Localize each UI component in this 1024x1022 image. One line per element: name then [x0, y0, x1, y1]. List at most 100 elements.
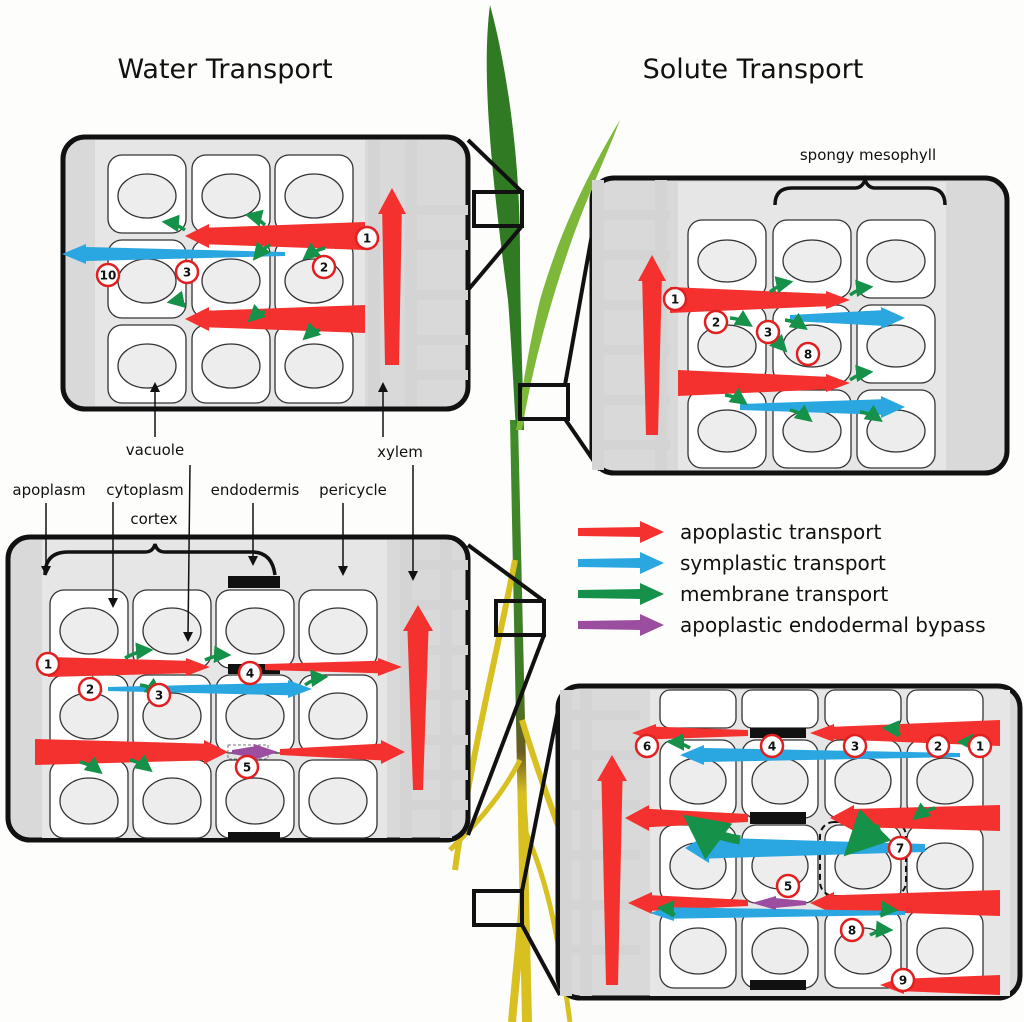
legend-swatch — [578, 583, 664, 605]
vacuole — [117, 343, 177, 389]
bypass-arrow — [232, 744, 278, 760]
cortex-label: cortex — [130, 510, 177, 528]
cytoplasm-label: cytoplasm — [106, 481, 184, 499]
xylem-vessel — [400, 560, 468, 570]
vacuole — [834, 757, 892, 805]
symplastic-arrow — [680, 745, 960, 765]
xylem-vessel — [400, 735, 468, 745]
membrane-arrow — [724, 387, 748, 406]
membrane-arrow — [768, 276, 794, 294]
xylem-vessel — [405, 370, 468, 380]
cell — [659, 689, 737, 729]
vacuole — [669, 927, 727, 975]
vacuole — [225, 777, 285, 825]
apoplastic-arrow — [35, 739, 228, 765]
step-marker-label: 1 — [363, 232, 371, 246]
vacuole — [916, 842, 974, 890]
vacuole — [225, 692, 285, 740]
membrane-arrow — [848, 279, 874, 298]
step-marker-label: 10 — [100, 269, 117, 283]
highlighted-cell — [819, 821, 907, 897]
vacuole — [117, 258, 177, 304]
legend-item: apoplastic transport — [578, 520, 881, 544]
legend-label: apoplastic transport — [680, 520, 881, 544]
membrane-arrow — [784, 312, 808, 331]
xylem-vessel — [560, 945, 640, 955]
membrane-arrow — [247, 304, 267, 323]
vacuole — [916, 927, 974, 975]
apoplastic-arrow — [678, 370, 850, 396]
symplastic-arrow — [790, 307, 905, 329]
step-marker — [703, 309, 729, 335]
vacuole — [751, 757, 809, 805]
vacuole — [142, 607, 202, 655]
membrane-arrow — [848, 364, 874, 383]
step-marker — [755, 319, 781, 345]
step-marker-label: 2 — [934, 740, 942, 754]
casparian-strip — [228, 832, 280, 842]
cell — [741, 689, 819, 729]
xylem-vessel — [592, 395, 670, 405]
membrane-arrow — [244, 209, 267, 227]
vacuole — [866, 324, 926, 368]
legend-item: membrane transport — [578, 582, 888, 606]
vacuole — [117, 173, 177, 219]
legend-label: apoplastic endodermal bypass — [680, 613, 986, 637]
casparian-strip — [228, 576, 280, 588]
step-marker-label: 3 — [183, 266, 191, 280]
xylem-vessel — [400, 800, 468, 810]
legend-swatch — [578, 521, 664, 543]
membrane-arrow — [161, 214, 187, 233]
legend-swatch — [578, 614, 664, 636]
xylem-vessel — [592, 250, 670, 260]
symplastic-arrow — [650, 905, 905, 921]
apoplastic-arrow — [48, 657, 210, 677]
xylem-vessel — [560, 800, 640, 810]
water-transport-title: Water Transport — [117, 54, 332, 85]
solute-transport-title: Solute Transport — [643, 54, 864, 85]
step-marker-label: 3 — [851, 740, 859, 754]
xylem-vessel — [405, 140, 417, 406]
apoplastic-arrow — [638, 255, 666, 435]
apoplastic-arrow — [810, 890, 1000, 916]
membrane-arrow — [843, 808, 892, 857]
endodermis-label: endodermis — [211, 481, 300, 499]
xylem-vessel — [592, 180, 604, 470]
step-marker — [890, 967, 916, 993]
vacuole — [697, 324, 757, 368]
step-marker-label: 8 — [848, 924, 856, 938]
step-marker — [77, 676, 103, 702]
plant-illustration — [448, 5, 620, 1022]
xylem-label: xylem — [377, 443, 423, 461]
apoplastic-arrow — [280, 740, 405, 764]
step-marker — [634, 733, 660, 759]
step-marker-label: 1 — [44, 658, 52, 672]
apoplastic-arrow — [670, 287, 850, 313]
apoplastic-arrow — [265, 658, 402, 676]
xylem-vessel — [592, 345, 670, 355]
membrane-arrow — [666, 733, 691, 751]
water-leaf-annotations: vacuole xylem — [126, 382, 423, 461]
step-marker — [35, 651, 61, 677]
step-marker-label: 4 — [246, 667, 254, 681]
vacuole — [782, 409, 842, 453]
vacuole-label-top: vacuole — [126, 441, 184, 459]
vacuole — [916, 757, 974, 805]
vacuole — [782, 239, 842, 283]
xylem-vessel — [592, 210, 670, 220]
xylem-vessel — [440, 540, 452, 838]
step-marker — [967, 733, 993, 759]
xylem-vessel — [560, 710, 640, 720]
membrane-arrow — [303, 669, 329, 688]
legend-swatch — [578, 552, 664, 574]
apoplastic-arrow — [378, 188, 406, 365]
vacuole — [59, 777, 119, 825]
step-marker-label: 3 — [155, 689, 163, 703]
xylem-vessel — [405, 290, 468, 300]
step-marker-label: 1 — [976, 740, 984, 754]
step-marker — [311, 254, 337, 280]
membrane-arrow — [252, 241, 271, 261]
